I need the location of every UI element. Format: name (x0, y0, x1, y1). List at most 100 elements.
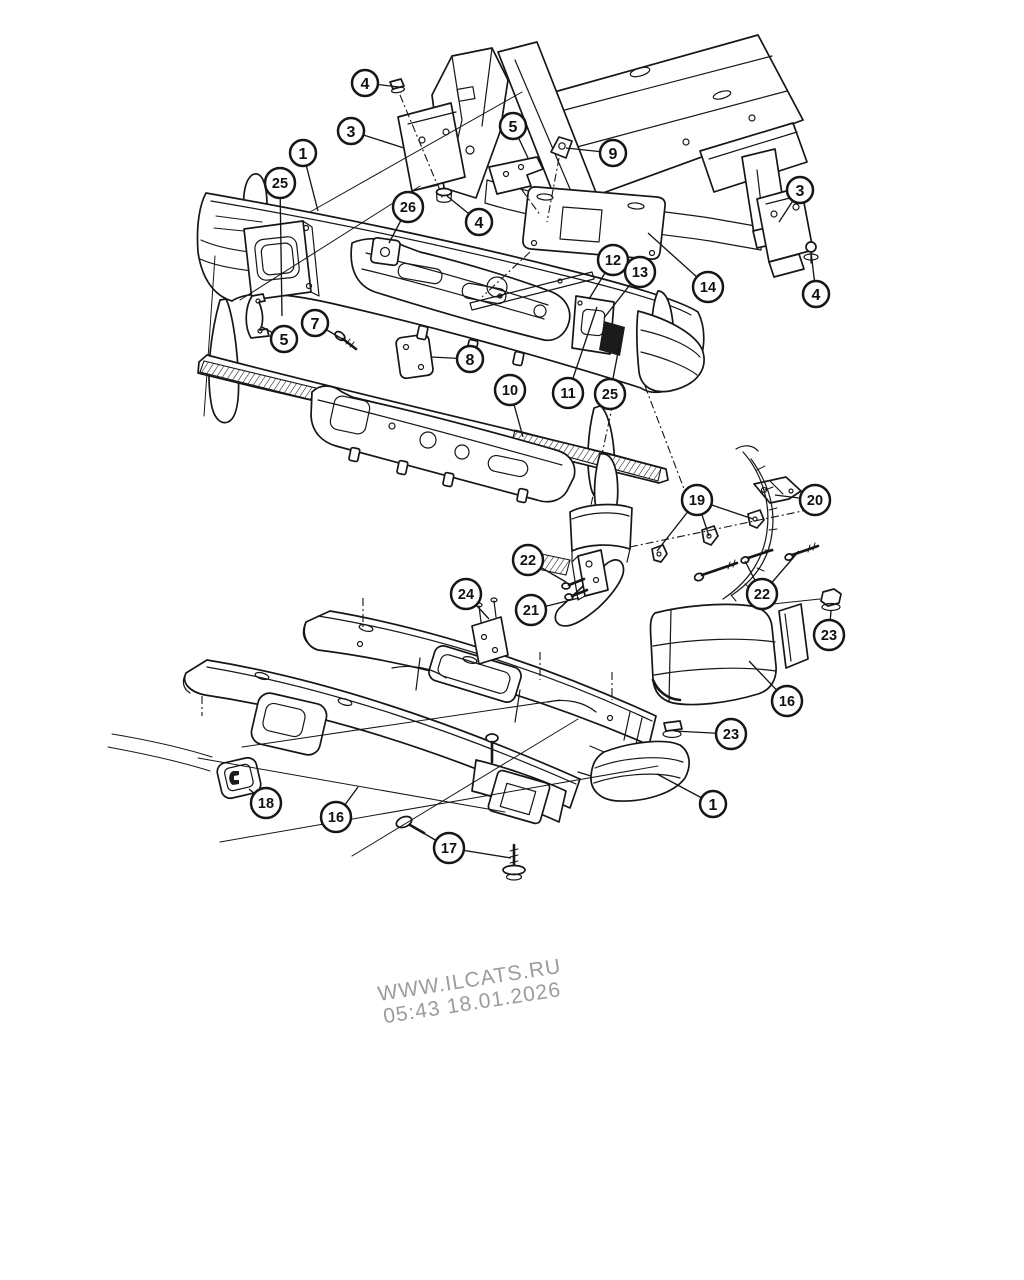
callout-4[interactable]: 4 (464, 207, 494, 237)
balloon-number-4: 4 (475, 215, 484, 232)
balloon-circle-7[interactable] (300, 308, 330, 338)
callout-17[interactable]: 17 (432, 831, 466, 865)
callout-20[interactable]: 20 (798, 483, 832, 517)
balloon-circle-22[interactable] (511, 543, 545, 577)
balloon-circle-23[interactable] (714, 717, 748, 751)
callout-23[interactable]: 23 (714, 717, 748, 751)
balloon-circle-23[interactable] (812, 618, 846, 652)
fascia-corner-right-upper-shape (640, 329, 701, 358)
callout-22[interactable]: 22 (745, 577, 779, 611)
clip-5-upper-shape (521, 189, 542, 217)
balloon-number-13: 13 (632, 265, 648, 281)
callout-16[interactable]: 16 (319, 800, 353, 834)
balloon-number-9: 9 (609, 146, 618, 163)
balloon-circle-12[interactable] (596, 243, 630, 277)
balloon-circle-13[interactable] (623, 255, 657, 289)
callout-12[interactable]: 12 (596, 243, 630, 277)
callout-22[interactable]: 22 (511, 543, 545, 577)
balloon-number-10: 10 (502, 383, 518, 399)
callout-9[interactable]: 9 (598, 138, 628, 168)
fascia-support-pillar-shape (571, 548, 631, 563)
clips-19-shape (656, 551, 662, 557)
balloon-circle-5[interactable] (498, 111, 528, 141)
balloon-circle-17[interactable] (432, 831, 466, 865)
nut-23-upper-shape (821, 602, 841, 612)
callout-3[interactable]: 3 (336, 116, 366, 146)
balloon-number-20: 20 (807, 493, 823, 509)
balloon-circle-19[interactable] (680, 483, 714, 517)
balloon-circle-4[interactable] (464, 207, 494, 237)
bracket-24-shape (490, 597, 498, 603)
balloon-circle-11[interactable] (551, 376, 585, 410)
callout-4[interactable]: 4 (801, 279, 831, 309)
bumper-rear-view-shape (437, 654, 511, 694)
callout-5[interactable]: 5 (498, 111, 528, 141)
balloon-number-4: 4 (812, 287, 821, 304)
balloon-circle-4[interactable] (801, 279, 831, 309)
frame-bracket-right-3 (756, 186, 814, 278)
callout-23[interactable]: 23 (812, 618, 846, 652)
callout-24[interactable]: 24 (449, 577, 483, 611)
balloon-circle-9[interactable] (598, 138, 628, 168)
callout-13[interactable]: 13 (623, 255, 657, 289)
balloon-circle-16[interactable] (319, 800, 353, 834)
callout-10[interactable]: 10 (493, 373, 527, 407)
balloon-number-26: 26 (400, 200, 416, 216)
balloon-circle-4[interactable] (350, 68, 380, 98)
balloon-circle-26[interactable] (391, 190, 425, 224)
balloon-circle-25[interactable] (593, 377, 627, 411)
balloon-circle-5[interactable] (269, 324, 299, 354)
balloon-circle-20[interactable] (798, 483, 832, 517)
fascia-corner-right-upper (636, 290, 705, 393)
balloon-number-22: 22 (754, 587, 770, 603)
callout-4[interactable]: 4 (350, 68, 380, 98)
balloon-circle-22[interactable] (745, 577, 779, 611)
truck-frame-shape (481, 47, 493, 127)
truck-frame-shape (556, 55, 773, 113)
bumper-channel-bottom-view-shape (329, 395, 371, 435)
end-cap-16-right-shape (652, 638, 776, 647)
balloon-circle-18[interactable] (249, 786, 283, 820)
wheel-arch-curve-shape (722, 451, 769, 600)
fascia-support-pillar-shape (571, 512, 630, 520)
balloon-number-21: 21 (523, 603, 539, 619)
bolt-4-right-shape (805, 241, 817, 253)
callout-21[interactable]: 21 (514, 593, 548, 627)
balloon-circle-24[interactable] (449, 577, 483, 611)
bracket-21-shape (592, 576, 600, 584)
support-strip-12 (469, 271, 595, 311)
bumper-rear-view-shape (391, 665, 447, 679)
callout-26[interactable]: 26 (391, 190, 425, 224)
callout-11[interactable]: 11 (551, 376, 585, 410)
inner-reinforcement-26-shape (512, 350, 525, 367)
bumper-channel-bottom-view-shape (516, 487, 529, 504)
balloon-circle-10[interactable] (493, 373, 527, 407)
callout-7[interactable]: 7 (300, 308, 330, 338)
nut-23-lower-shape (663, 720, 683, 732)
balloon-circle-14[interactable] (691, 270, 725, 304)
balloon-circle-1[interactable] (288, 138, 318, 168)
callout-1[interactable]: 1 (698, 789, 728, 819)
callout-19[interactable]: 19 (680, 483, 714, 517)
stud-9-shape (546, 157, 560, 223)
callout-1[interactable]: 1 (288, 138, 318, 168)
balloon-circle-25[interactable] (263, 166, 297, 200)
bumper-front-view-shape (487, 769, 551, 825)
callout-18[interactable]: 18 (249, 786, 283, 820)
balloon-circle-3[interactable] (336, 116, 366, 146)
callout-5[interactable]: 5 (269, 324, 299, 354)
balloon-circle-16[interactable] (770, 684, 804, 718)
callout-25[interactable]: 25 (263, 166, 297, 200)
balloon-circle-8[interactable] (455, 344, 485, 374)
callout-16[interactable]: 16 (770, 684, 804, 718)
balloon-circle-3[interactable] (785, 175, 815, 205)
callout-3[interactable]: 3 (785, 175, 815, 205)
callout-8[interactable]: 8 (455, 344, 485, 374)
balloon-circle-1[interactable] (698, 789, 728, 819)
balloon-circle-21[interactable] (514, 593, 548, 627)
frame-bracket-right-3-shape (792, 203, 800, 211)
leader-line-25 (279, 182, 283, 317)
callout-25[interactable]: 25 (593, 377, 627, 411)
callout-14[interactable]: 14 (691, 270, 725, 304)
plug-18 (216, 756, 262, 800)
